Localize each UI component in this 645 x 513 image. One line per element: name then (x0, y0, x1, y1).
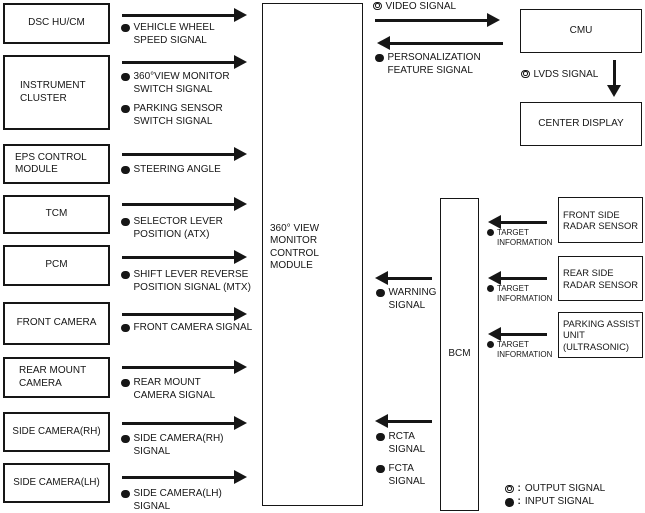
signal-label-shift-lever-reverse: SHIFT LEVER REVERSE POSITION SIGNAL (MTX… (121, 269, 251, 294)
signal-label-360-view-monitor-switch: 360°VIEW MONITOR SWITCH SIGNAL (121, 71, 230, 96)
module-bcm: BCM (440, 198, 479, 511)
input-signal-dot-icon (375, 53, 384, 62)
signal-label-side-camera-rh: SIDE CAMERA(RH) SIGNAL (121, 433, 224, 458)
arrow-left-icon (375, 271, 432, 285)
module-label: FRONT CAMERA (16, 317, 97, 329)
signal-label-lvds: LVDS SIGNAL (521, 69, 598, 82)
module-parking-assist-unit: PARKING ASSIST UNIT (ULTRASONIC) (558, 312, 643, 358)
arrow-right-icon (122, 147, 247, 161)
module-dsc-hu-cm: DSC HU/CM (3, 3, 110, 44)
arrow-left-icon (488, 215, 547, 229)
module-label: EPS CONTROL MODULE (15, 151, 87, 176)
legend-label: INPUT SIGNAL (524, 496, 595, 507)
module-label: REAR SIDE RADAR SENSOR (563, 267, 639, 290)
input-signal-dot-icon (376, 288, 385, 297)
arrow-left-icon (377, 36, 503, 50)
module-360-view-monitor-control: 360° VIEW MONITOR CONTROL MODULE (262, 3, 363, 506)
signal-label-target-information: TARGET INFORMATION (487, 340, 552, 359)
input-signal-dot-icon (121, 434, 130, 443)
arrow-left-icon (488, 271, 547, 285)
module-label: SIDE CAMERA(LH) (13, 476, 100, 488)
module-front-camera: FRONT CAMERA (3, 302, 110, 345)
module-label: REAR MOUNT CAMERA (19, 365, 87, 389)
signal-label-steering-angle: STEERING ANGLE (121, 164, 221, 177)
module-front-side-radar-sensor: FRONT SIDE RADAR SENSOR (558, 197, 643, 243)
input-signal-dot-icon (121, 323, 130, 332)
signal-label-warning: WARNING SIGNAL (376, 287, 436, 312)
module-side-camera-rh: SIDE CAMERA(RH) (3, 412, 110, 452)
arrow-down-icon (607, 60, 621, 97)
signal-label-personalization: PERSONALIZATION FEATURE SIGNAL (375, 52, 481, 77)
arrow-right-icon (122, 8, 247, 22)
arrow-right-icon (122, 250, 247, 264)
module-label: INSTRUMENT CLUSTER (20, 80, 86, 104)
signal-label-rear-mount-camera: REAR MOUNT CAMERA SIGNAL (121, 377, 215, 402)
module-side-camera-lh: SIDE CAMERA(LH) (3, 463, 110, 503)
module-label: PCM (45, 259, 68, 271)
arrow-left-icon (375, 414, 432, 428)
input-signal-dot-icon (376, 432, 385, 441)
module-rear-side-radar-sensor: REAR SIDE RADAR SENSOR (558, 256, 643, 301)
legend-label: OUTPUT SIGNAL (524, 483, 606, 494)
signal-label-target-information: TARGET INFORMATION (487, 284, 552, 303)
module-pcm: PCM (3, 245, 110, 286)
arrow-right-icon (122, 55, 247, 69)
module-cmu: CMU (520, 9, 642, 53)
legend: : OUTPUT SIGNAL : INPUT SIGNAL (505, 482, 605, 508)
signal-label-selector-lever-position: SELECTOR LEVER POSITION (ATX) (121, 216, 223, 241)
arrow-right-icon (122, 197, 247, 211)
input-signal-dot-icon (121, 165, 130, 174)
arrow-left-icon (488, 327, 547, 341)
signal-label-side-camera-lh: SIDE CAMERA(LH) SIGNAL (121, 488, 222, 513)
input-signal-dot-icon (121, 489, 130, 498)
module-rear-mount-camera: REAR MOUNT CAMERA (3, 357, 110, 398)
arrow-right-icon (122, 360, 247, 374)
module-label: FRONT SIDE RADAR SENSOR (563, 208, 639, 232)
legend-output-signal: : OUTPUT SIGNAL (505, 482, 605, 495)
legend-separator: : (517, 483, 521, 494)
arrow-right-icon (122, 416, 247, 430)
input-signal-dot-icon (487, 285, 494, 292)
signal-label-rcta: RCTA SIGNAL (376, 431, 425, 456)
arrow-right-icon (122, 307, 247, 321)
module-center-display: CENTER DISPLAY (520, 102, 642, 146)
signal-label-vehicle-wheel-speed: VEHICLE WHEEL SPEED SIGNAL (121, 22, 215, 47)
module-label: CENTER DISPLAY (538, 117, 624, 129)
output-signal-dot-icon (521, 69, 530, 78)
signal-label-parking-sensor-switch: PARKING SENSOR SWITCH SIGNAL (121, 103, 223, 128)
input-signal-dot-icon (121, 104, 130, 113)
module-label: SIDE CAMERA(RH) (12, 425, 101, 437)
module-label: DSC HU/CM (28, 17, 85, 29)
module-label: 360° VIEW MONITOR CONTROL MODULE (270, 222, 320, 272)
legend-input-signal: : INPUT SIGNAL (505, 495, 605, 508)
module-label: BCM (448, 348, 471, 360)
signal-label-video: VIDEO SIGNAL (373, 1, 456, 14)
input-signal-dot-icon (121, 217, 130, 226)
input-signal-dot-icon (121, 72, 130, 81)
module-label: PARKING ASSIST UNIT (ULTRASONIC) (563, 317, 640, 352)
signal-label-front-camera: FRONT CAMERA SIGNAL (121, 322, 252, 335)
input-signal-dot-icon (121, 378, 130, 387)
signal-label-fcta: FCTA SIGNAL (376, 463, 425, 488)
arrow-right-icon (122, 470, 247, 484)
output-signal-dot-icon (373, 1, 382, 10)
signal-label-target-information: TARGET INFORMATION (487, 228, 552, 247)
input-signal-dot-icon (121, 23, 130, 32)
input-signal-dot-icon (121, 270, 130, 279)
input-signal-dot-icon (376, 464, 385, 473)
output-signal-dot-icon (505, 484, 514, 493)
module-tcm: TCM (3, 195, 110, 234)
module-eps-control-module: EPS CONTROL MODULE (3, 144, 110, 184)
legend-separator: : (517, 496, 521, 507)
input-signal-dot-icon (487, 229, 494, 236)
input-signal-dot-icon (487, 341, 494, 348)
module-instrument-cluster: INSTRUMENT CLUSTER (3, 55, 110, 130)
module-label: CMU (569, 24, 593, 36)
module-label: TCM (45, 208, 68, 220)
arrow-right-icon (375, 13, 500, 27)
input-signal-dot-icon (505, 498, 514, 507)
